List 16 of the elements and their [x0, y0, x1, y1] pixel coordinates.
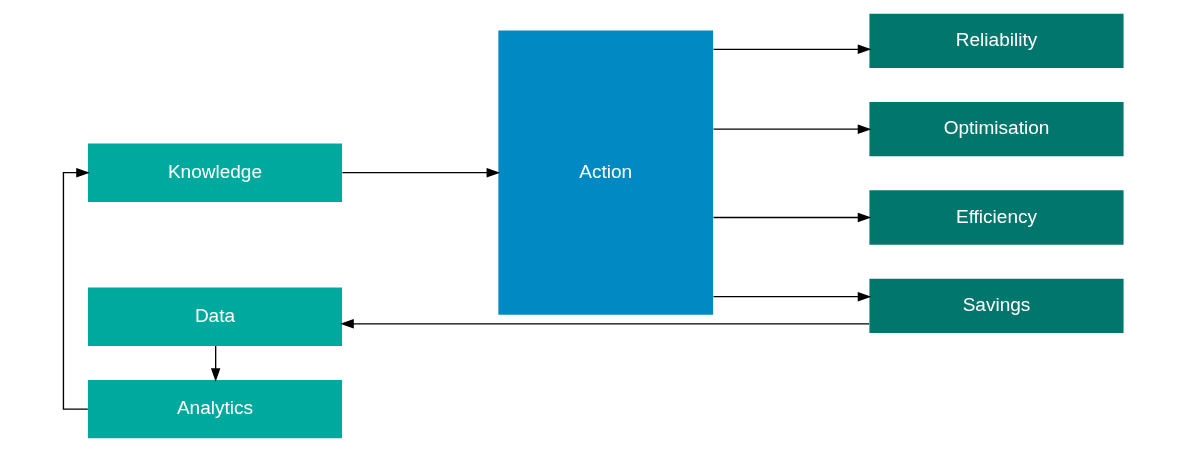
node-box: Knowledge	[87, 143, 342, 202]
arrow	[712, 212, 871, 223]
arrow	[712, 291, 871, 302]
arrow	[712, 44, 871, 55]
arrow	[341, 167, 500, 178]
node-box: Analytics	[87, 379, 342, 439]
arrow	[712, 124, 871, 134]
arrow	[339, 319, 870, 329]
node-box: Data	[87, 287, 342, 346]
arrow	[62, 167, 90, 410]
node-box: Action	[497, 30, 713, 315]
arrow	[210, 345, 220, 382]
node-box: Optimisation	[868, 102, 1124, 157]
node-box: Efficiency	[868, 190, 1124, 245]
node-box: Reliability	[868, 13, 1124, 68]
node-box: Savings	[868, 278, 1124, 334]
